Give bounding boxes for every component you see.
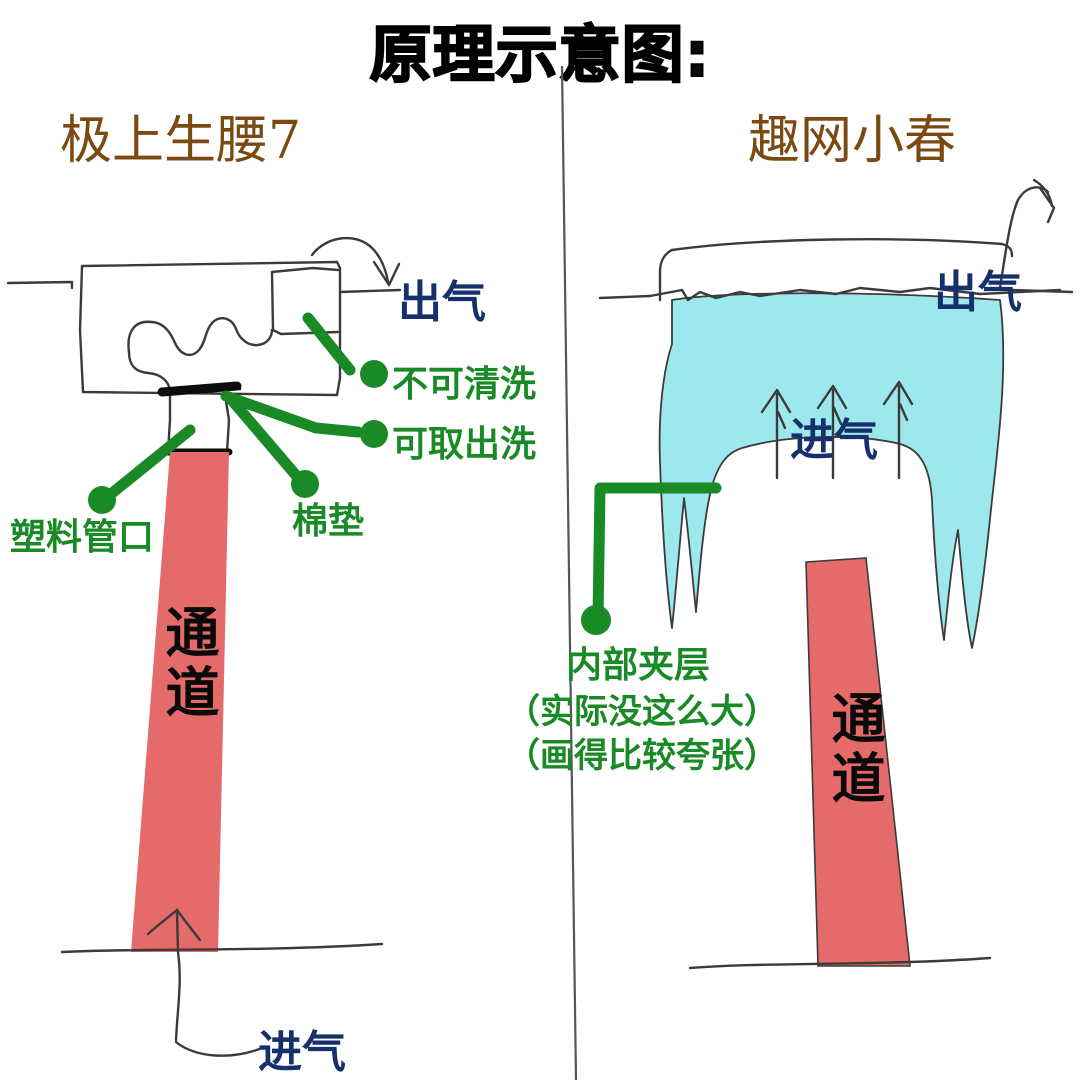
dot-cotton-pad — [291, 470, 319, 498]
page-title: 原理示意图: — [369, 17, 711, 92]
left-channel-label: 通道 — [156, 604, 219, 724]
right-channel-label: 通道 — [822, 690, 885, 810]
left-outlet-label: 出气 — [398, 277, 486, 328]
left-device-sketch — [6, 236, 402, 456]
left-air-channel — [131, 452, 229, 952]
label-plastic-nozzle: 塑料管口 — [10, 517, 155, 558]
dot-removable-washable — [360, 420, 388, 448]
right-annotation-leader — [592, 482, 722, 624]
left-annotation-dots — [88, 360, 388, 514]
right-air-channel — [805, 557, 911, 967]
center-divider — [560, 65, 578, 1080]
left-inlet-label: 进气 — [258, 1027, 346, 1078]
right-ground-line — [688, 956, 992, 970]
dot-not-washable — [360, 360, 388, 388]
right-device-sketch — [598, 178, 1074, 480]
label-note-2: （画得比较夸张） — [506, 736, 778, 776]
left-ground-line — [60, 942, 384, 954]
label-not-washable: 不可清洗 — [392, 364, 537, 405]
label-removable-wash: 可取出洗 — [392, 424, 537, 465]
right-inlet-label: 进气 — [790, 415, 878, 466]
dot-plastic-nozzle — [88, 486, 116, 514]
left-diagram-heading: 极上生腰7 — [60, 111, 302, 171]
right-inner-cyan-layer — [658, 292, 1005, 649]
label-inner-layer: 内部夹层 — [566, 645, 711, 686]
right-outlet-label: 出气 — [934, 267, 1022, 318]
right-diagram-heading: 趣网小春 — [748, 111, 957, 171]
label-cotton-pad: 棉垫 — [292, 501, 365, 542]
left-annotation-leaders — [100, 312, 364, 504]
label-note-1: （实际没这么大） — [506, 692, 778, 732]
dot-inner-layer — [581, 605, 611, 635]
left-inlet-arrow — [146, 908, 264, 1057]
